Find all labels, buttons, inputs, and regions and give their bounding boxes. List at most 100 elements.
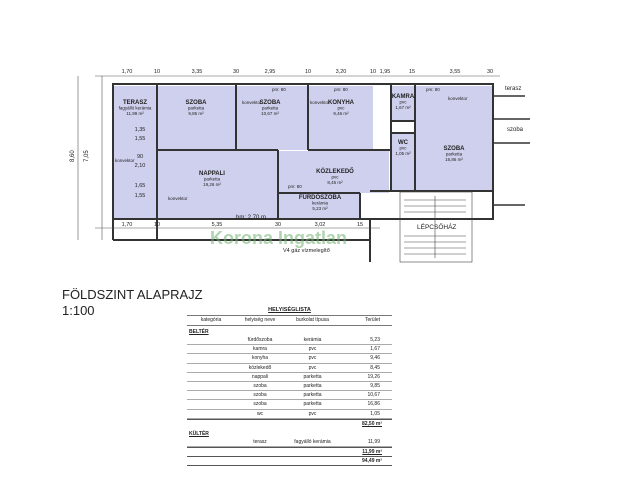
- row-category: [187, 364, 235, 372]
- dim-top-label: 10: [370, 69, 376, 75]
- room-area: 1,05 m²: [395, 151, 411, 156]
- row-area: 8,45: [370, 364, 380, 371]
- room-name: FÜRDŐSZOBA: [299, 194, 342, 201]
- row-room: konyha: [251, 355, 269, 362]
- room-fills: [114, 86, 492, 218]
- row-room: szoba: [253, 392, 267, 399]
- room-name: KONYHA: [328, 100, 355, 106]
- room-schedule: HELYISÉGLISTA kategória helyiség neve bu…: [187, 306, 392, 466]
- grand-total: 94,49 m²: [187, 455, 392, 466]
- dim-left-label: 2,10: [135, 163, 146, 169]
- row-room: fürdőszoba: [247, 337, 273, 343]
- dim-top-label: 3,35: [192, 69, 203, 75]
- pm-label: pm: 80: [334, 87, 348, 92]
- room-finish: parketta: [204, 177, 221, 182]
- row-category: [187, 336, 235, 344]
- pm-label: pm: 80: [272, 87, 286, 92]
- room-area: 1,67 m²: [395, 105, 411, 110]
- room-finish: pvc: [399, 100, 407, 105]
- room-name: WC: [398, 140, 409, 146]
- dim-left-label: 90: [137, 154, 143, 160]
- dim-bottom-label: 5,35: [212, 222, 223, 228]
- row-finish: parketta: [303, 382, 322, 389]
- room-finish: pvc: [399, 146, 407, 151]
- room-finish: parketta: [262, 106, 279, 111]
- row-category: [187, 400, 235, 408]
- row-room: wc: [256, 410, 264, 417]
- room-finish: pvc: [331, 175, 339, 180]
- row-area: 19,26: [367, 373, 380, 380]
- staircase: [399, 191, 473, 263]
- konvektor-label: konvektor: [310, 100, 330, 105]
- dim-left-label: 1,55: [135, 136, 146, 142]
- row-area: 10,67: [367, 392, 380, 399]
- room-finish: parketta: [446, 152, 463, 157]
- dim-top-label: 30: [487, 69, 493, 75]
- dim-top-label: 30: [233, 69, 239, 75]
- watermark: Korona Ingatlan: [210, 228, 347, 248]
- row-finish: pvc: [308, 346, 317, 353]
- header-burkolat: burkolat típusa: [296, 317, 329, 323]
- room-area: 9,85 m²: [188, 111, 204, 116]
- room-name: NAPPALI: [199, 171, 225, 177]
- wc-fill: [392, 134, 414, 191]
- konvektor-label: konvektor: [448, 96, 468, 101]
- row-room: szoba: [253, 401, 267, 408]
- row-room: nappali: [251, 373, 269, 380]
- belter-section-label: BELTÉR: [189, 329, 209, 335]
- dim-left-label: 1,55: [135, 193, 146, 199]
- dim-top-label: 3,55: [450, 69, 461, 75]
- row-finish: pvc: [308, 410, 317, 417]
- room-finish: kerámia: [312, 201, 329, 206]
- gas-label: V4 gáz vízmelegítő: [283, 248, 330, 254]
- room-area: 8,45 m²: [327, 180, 343, 185]
- title-block: FÖLDSZINT ALAPRAJZ 1:100: [62, 287, 203, 319]
- row-category: [187, 410, 235, 418]
- plan-title: FÖLDSZINT ALAPRAJZ: [62, 287, 203, 302]
- row-category: [187, 354, 235, 362]
- room-name: SZOBA: [186, 100, 208, 106]
- room-finish: pvc: [337, 106, 345, 111]
- dim-bottom-label: 30: [275, 222, 281, 228]
- row-category: [187, 391, 235, 399]
- total-dim2-label: 8,60: [70, 150, 76, 162]
- room-area: 19,26 m²: [203, 182, 221, 187]
- room-name: SZOBA: [260, 100, 282, 106]
- row-finish: pvc: [308, 355, 317, 362]
- room-name: SZOBA: [444, 146, 466, 152]
- outer-wall: [112, 83, 494, 220]
- row-finish: parketta: [303, 392, 322, 399]
- room-area: 16,86 m²: [445, 157, 463, 162]
- konvektor-label: konvektor: [242, 100, 262, 105]
- plan-scale: 1:100: [62, 303, 95, 318]
- grand-total-value: 94,49 m²: [361, 457, 382, 464]
- row-room: közlekedő: [248, 364, 272, 371]
- room-area: 5,23 m²: [312, 206, 328, 211]
- row-area: 9,85: [370, 382, 380, 389]
- row-finish: parketta: [303, 401, 322, 408]
- room-name: KAMRA: [392, 94, 415, 100]
- kamra-fill: [392, 86, 414, 120]
- belter-sum-value: 82,50 m²: [361, 420, 382, 427]
- belter-sum: 82,50 m²: [187, 418, 392, 428]
- row-category: [187, 345, 235, 353]
- row-finish: kerámia: [303, 337, 322, 343]
- kozlekedo-fill: [279, 151, 389, 193]
- row-category: [187, 382, 235, 390]
- nappali-fill: [158, 151, 278, 218]
- row-area: 9,46: [370, 355, 380, 362]
